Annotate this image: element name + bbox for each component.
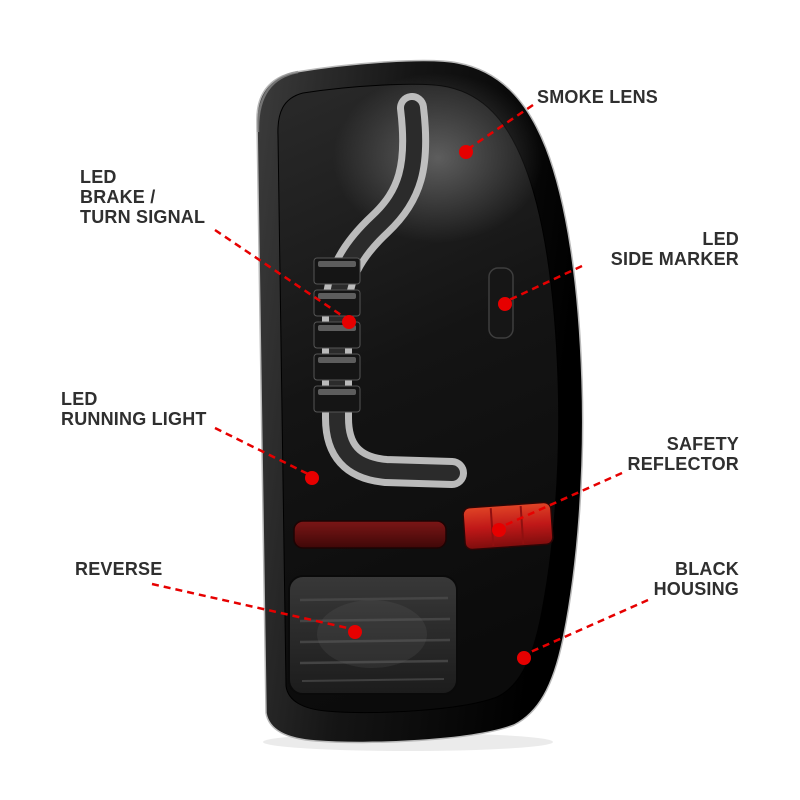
callout-line: REFLECTOR xyxy=(627,454,739,474)
led-chip xyxy=(313,289,361,317)
callout-label-reverse: REVERSE xyxy=(75,559,162,579)
callout-line: BRAKE / xyxy=(80,187,156,207)
callout-leader-line-led-running-light xyxy=(214,426,311,477)
callout-line: SAFETY xyxy=(666,434,739,454)
callout-label-smoke-lens: SMOKE LENS xyxy=(537,87,658,107)
callout-label-led-side-marker: LED SIDE MARKER xyxy=(611,229,739,269)
callout-line: SMOKE LENS xyxy=(537,87,659,107)
callout-dot-black-housing xyxy=(517,651,531,665)
callout-line: HOUSING xyxy=(653,579,739,599)
callout-label-led-brake-turn-signal: LED BRAKE / TURN SIGNAL xyxy=(80,167,205,227)
callout-dot-reverse xyxy=(348,625,362,639)
callout-line: LED xyxy=(80,167,117,187)
callout-leader-line-smoke-lens xyxy=(467,103,534,151)
led-chip xyxy=(313,257,361,285)
lens-sheen xyxy=(333,73,543,243)
callout-label-led-running-light: LED RUNNING LIGHT xyxy=(61,389,207,429)
callout-dot-led-side-marker xyxy=(498,297,512,311)
callout-leader-line-led-brake-turn-signal xyxy=(214,228,348,321)
callout-label-black-housing: BLACK HOUSING xyxy=(654,559,739,599)
callout-leader-line-black-housing xyxy=(525,598,649,656)
led-chip xyxy=(313,353,361,381)
reflector-strip-dim xyxy=(293,520,447,549)
callout-line: LED xyxy=(61,389,98,409)
callout-leader-line-safety-reflector xyxy=(500,471,623,529)
tail-light-illustration xyxy=(256,59,584,744)
callout-leader-line-reverse xyxy=(151,582,353,631)
callout-dot-led-brake-turn-signal xyxy=(342,315,356,329)
callout-dot-smoke-lens xyxy=(459,145,473,159)
callout-dot-led-running-light xyxy=(305,471,319,485)
callout-line: BLACK xyxy=(675,559,739,579)
callout-line: REVERSE xyxy=(75,559,163,579)
reverse-lens xyxy=(288,575,458,695)
top-edge-highlight xyxy=(256,70,299,133)
callout-dot-safety-reflector xyxy=(492,523,506,537)
callout-line: LED xyxy=(702,229,739,249)
callout-leader-line-led-side-marker xyxy=(506,264,583,303)
callout-line: SIDE MARKER xyxy=(610,249,739,269)
led-chip-array xyxy=(313,257,361,413)
callout-line: TURN SIGNAL xyxy=(80,207,206,227)
callout-line: RUNNING LIGHT xyxy=(61,409,207,429)
callout-leaders xyxy=(151,103,649,656)
callout-label-safety-reflector: SAFETY REFLECTOR xyxy=(628,434,739,474)
led-chip xyxy=(313,385,361,413)
callout-dots xyxy=(305,145,531,665)
